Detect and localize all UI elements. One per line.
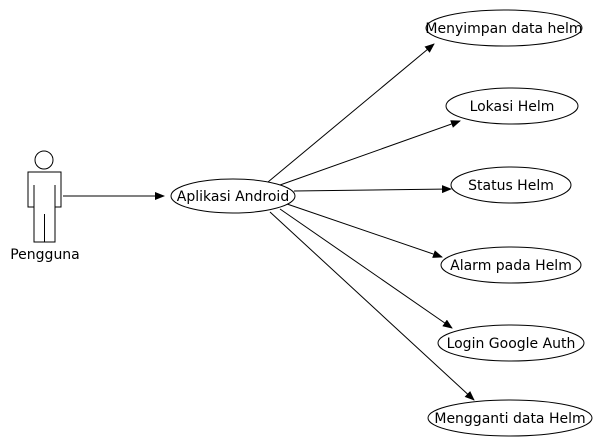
use-case-label-login: Login Google Auth	[447, 336, 576, 352]
system-ellipse[interactable]	[170, 178, 296, 214]
use-case-label-menyimpan: Menyimpan data helm	[425, 21, 582, 37]
arrow-to-use-case-5	[279, 208, 453, 329]
use-case-label-status: Status Helm	[468, 178, 554, 194]
arrow-to-use-case-3	[293, 185, 452, 194]
arrow-to-use-case-2	[279, 120, 461, 186]
system-label: Aplikasi Android	[177, 189, 289, 205]
use-case-ellipse-mengganti[interactable]	[427, 399, 593, 437]
relation-arrows	[267, 43, 475, 401]
arrow-to-use-case-1	[267, 43, 435, 183]
use-case-ellipse-menyimpan[interactable]	[425, 9, 583, 47]
actor-icon	[27, 150, 62, 243]
use-case-ellipse-login[interactable]	[437, 324, 585, 362]
arrow-to-use-case-6	[269, 211, 475, 401]
arrow-to-use-case-4	[286, 203, 443, 258]
use-case-label-lokasi: Lokasi Helm	[470, 99, 555, 115]
use-case-label-mengganti: Mengganti data Helm	[434, 411, 585, 427]
use-case-ellipse-status[interactable]	[450, 166, 572, 204]
actor-label: Pengguna	[10, 247, 80, 263]
use-case-ellipse-lokasi[interactable]	[445, 87, 579, 125]
use-case-ellipse-alarm[interactable]	[440, 246, 582, 284]
use-case-label-alarm: Alarm pada Helm	[450, 258, 572, 274]
